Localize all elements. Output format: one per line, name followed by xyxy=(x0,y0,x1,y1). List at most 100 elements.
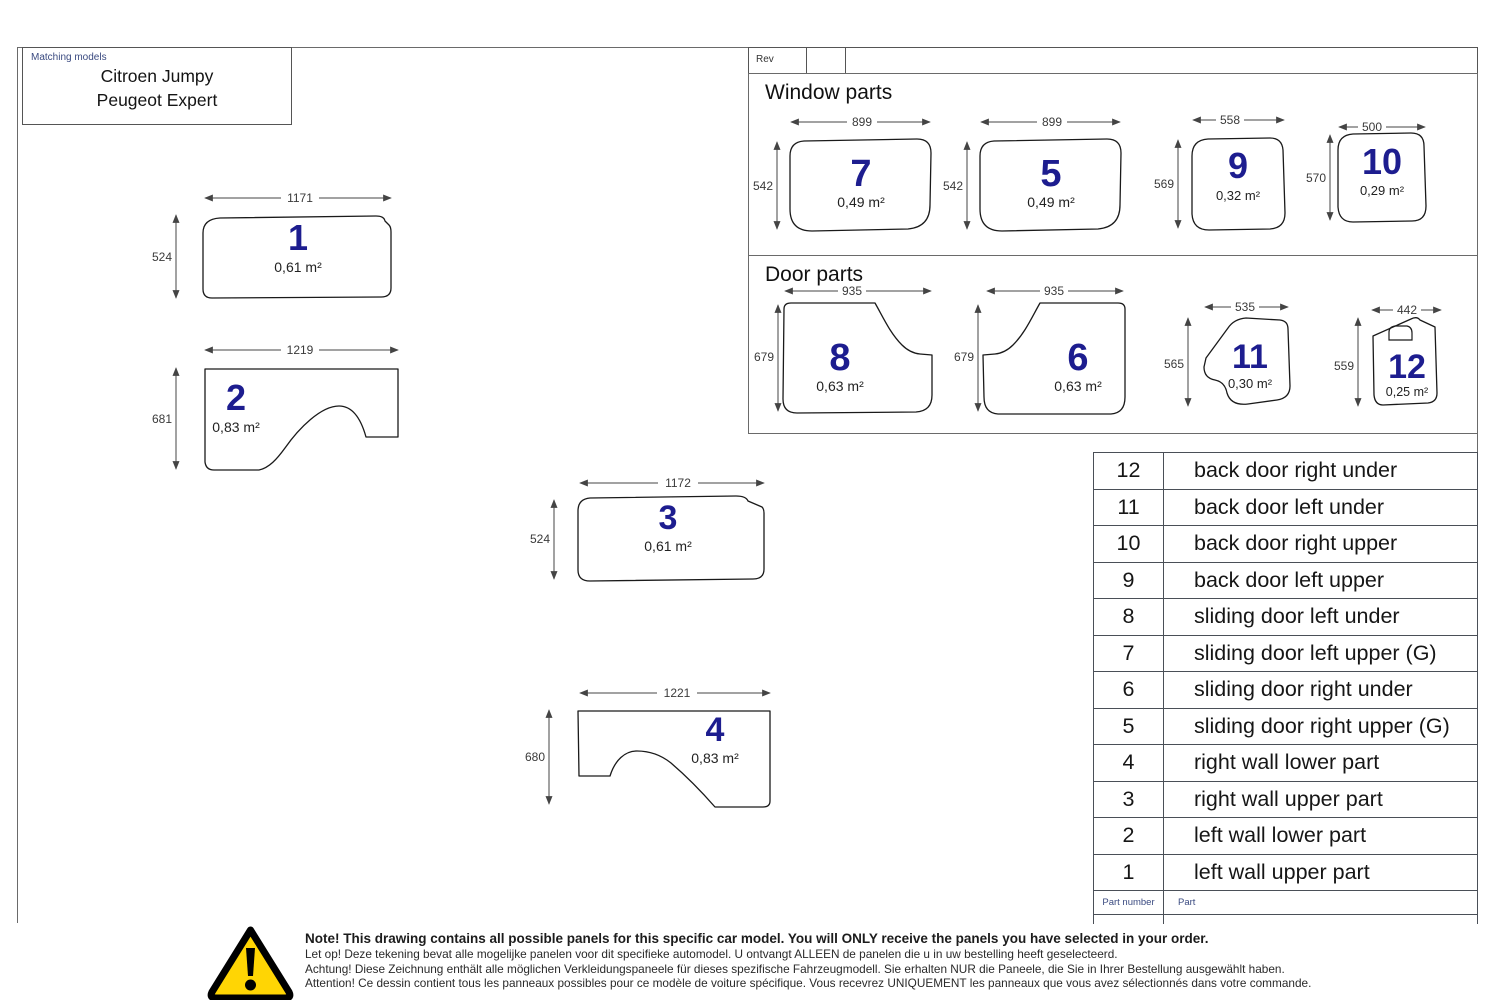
part-7-outline xyxy=(789,138,932,232)
part-4-height-dim: 680 xyxy=(525,750,545,764)
part-3-width-dim: 1172 xyxy=(665,476,691,490)
part-6-height-dim: 679 xyxy=(954,350,974,364)
rev-divider-2 xyxy=(845,48,846,74)
part-8-width-dim: 935 xyxy=(842,284,862,298)
part-10-area: 0,29 m² xyxy=(1360,183,1405,198)
table-row: 3 right wall upper part xyxy=(1094,781,1477,818)
row-part-name: back door right upper xyxy=(1194,531,1398,556)
part-7-height-dim: 542 xyxy=(753,179,773,193)
row-part-number: 1 xyxy=(1094,854,1164,890)
part-2-height-dim: 681 xyxy=(152,412,172,426)
note-line-en: Note! This drawing contains all possible… xyxy=(305,931,1209,946)
table-row: 5 sliding door right upper (G) xyxy=(1094,708,1477,745)
table-row: 6 sliding door right under xyxy=(1094,672,1477,709)
table-row: 11 back door left under xyxy=(1094,489,1477,526)
part-4-outline xyxy=(577,710,771,808)
part-11-height-dim: 565 xyxy=(1164,357,1184,371)
part-8-outline xyxy=(782,302,933,414)
part-10-outline xyxy=(1337,132,1427,223)
part-1-width-dim: 1171 xyxy=(287,191,313,205)
row-part-number: 11 xyxy=(1094,489,1164,525)
table-header-row: Part number Part xyxy=(1094,891,1477,915)
note-block: Note! This drawing contains all possible… xyxy=(305,931,1405,991)
row-part-name: back door left under xyxy=(1194,494,1385,519)
row-part-number: 7 xyxy=(1094,635,1164,671)
part-10-number: 10 xyxy=(1362,141,1402,182)
matching-models-label: Matching models xyxy=(31,52,107,63)
part-1-outline xyxy=(202,215,392,299)
row-part-name: sliding door left upper (G) xyxy=(1194,640,1437,665)
table-header-part: Part xyxy=(1178,897,1196,908)
part-12-number: 12 xyxy=(1388,348,1426,386)
part-8-number: 8 xyxy=(829,337,850,379)
row-part-name: right wall upper part xyxy=(1194,786,1383,811)
part-1-number: 1 xyxy=(288,217,308,258)
row-part-number: 4 xyxy=(1094,745,1164,781)
part-10-height-dim: 570 xyxy=(1306,171,1326,185)
part-12-width-dim: 442 xyxy=(1397,303,1417,317)
part-2-width-dim: 1219 xyxy=(287,343,314,357)
note-line-fr: Attention! Ce dessin contient tous les p… xyxy=(305,976,1312,991)
row-part-name: left wall upper part xyxy=(1194,859,1370,884)
part-1-area: 0,61 m² xyxy=(274,259,322,275)
table-row: 12 back door right under xyxy=(1094,453,1477,490)
part-6-width-dim: 935 xyxy=(1044,284,1064,298)
row-part-number: 2 xyxy=(1094,818,1164,854)
part-8-height-dim: 679 xyxy=(754,350,774,364)
part-3-area: 0,61 m² xyxy=(644,538,692,554)
part-1-height-dim: 524 xyxy=(152,250,172,264)
part-11-width-dim: 535 xyxy=(1235,300,1255,314)
row-part-name: left wall lower part xyxy=(1194,823,1367,848)
part-12-handle-cutout xyxy=(1388,325,1413,341)
matching-models-box: Matching models Citroen Jumpy Peugeot Ex… xyxy=(22,47,292,125)
row-part-name: back door right under xyxy=(1194,458,1398,483)
part-3-number: 3 xyxy=(659,499,678,537)
part-9-figure: 558 569 9 0,32 m² xyxy=(1154,113,1286,231)
door-parts-title: Door parts xyxy=(765,263,864,286)
part-10-figure: 500 570 10 0,29 m² xyxy=(1306,120,1427,223)
row-part-number: 9 xyxy=(1094,562,1164,598)
part-11-figure: 535 565 11 0,30 m² xyxy=(1164,300,1291,407)
part-5-height-dim: 542 xyxy=(943,179,963,193)
part-10-width-dim: 500 xyxy=(1362,120,1382,134)
row-part-name: back door left upper xyxy=(1194,567,1385,592)
part-3-height-dim: 524 xyxy=(530,532,550,546)
row-part-name: sliding door right under xyxy=(1194,677,1413,702)
part-4-width-dim: 1221 xyxy=(664,686,691,700)
part-9-number: 9 xyxy=(1228,145,1248,186)
part-3-outline xyxy=(577,495,765,582)
row-part-number: 5 xyxy=(1094,708,1164,744)
part-9-height-dim: 569 xyxy=(1154,177,1174,191)
part-6-area: 0,63 m² xyxy=(1054,378,1102,394)
part-12-height-dim: 559 xyxy=(1334,359,1354,373)
row-part-number: 8 xyxy=(1094,599,1164,635)
row-part-number: 6 xyxy=(1094,672,1164,708)
part-7-width-dim: 899 xyxy=(852,115,872,129)
part-7-area: 0,49 m² xyxy=(837,194,885,210)
table-row: 9 back door left upper xyxy=(1094,562,1477,599)
part-11-area: 0,30 m² xyxy=(1228,376,1273,391)
row-part-number: 12 xyxy=(1094,453,1164,489)
part-1-figure: 1171 524 1 0,61 m² xyxy=(152,191,392,299)
part-4-figure: 1221 680 4 0,83 m² xyxy=(525,686,771,808)
part-4-area: 0,83 m² xyxy=(691,750,739,766)
part-9-outline xyxy=(1191,137,1286,231)
rev-label: Rev xyxy=(756,54,774,65)
table-header-part-number: Part number xyxy=(1094,891,1164,914)
part-2-figure: 1219 681 2 0,83 m² xyxy=(152,343,399,471)
window-parts-title: Window parts xyxy=(765,81,893,104)
part-9-area: 0,32 m² xyxy=(1216,188,1261,203)
part-9-width-dim: 558 xyxy=(1220,113,1240,127)
part-3-figure: 1172 524 3 0,61 m² xyxy=(530,476,765,582)
row-part-name: right wall lower part xyxy=(1194,750,1380,775)
part-5-figure: 899 542 5 0,49 m² xyxy=(943,115,1122,232)
part-11-number: 11 xyxy=(1232,338,1268,376)
parts-table: 12 back door right under 11 back door le… xyxy=(1093,452,1478,924)
table-row: 4 right wall lower part xyxy=(1094,745,1477,782)
part-6-outline xyxy=(982,302,1126,415)
part-12-figure: 442 559 12 0,25 m² xyxy=(1334,303,1442,407)
part-11-outline xyxy=(1203,317,1291,405)
table-extension xyxy=(1094,915,1477,924)
part-2-area: 0,83 m² xyxy=(212,419,260,435)
revision-strip: Rev xyxy=(748,47,1478,75)
